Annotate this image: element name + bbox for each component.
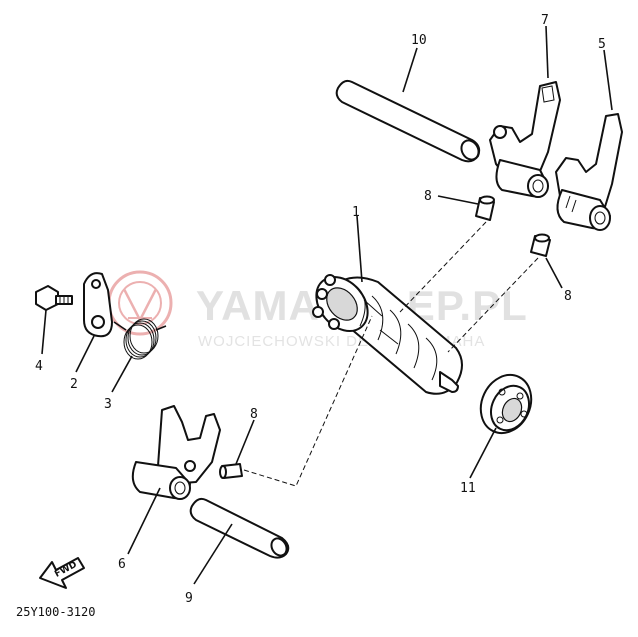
callout-5: 5 — [598, 37, 606, 52]
shift-fork-5 — [555, 113, 623, 231]
guide-pin-lower — [219, 463, 243, 479]
torsion-spring — [113, 318, 167, 360]
diagram-code: 25Y100-3120 — [16, 605, 95, 619]
leader-lines — [41, 25, 613, 585]
forward-arrow-icon: FWD — [39, 557, 85, 589]
callout-8-lower: 8 — [250, 407, 258, 422]
callout-11: 11 — [460, 481, 476, 496]
guide-pin-right — [530, 233, 551, 257]
bearing — [479, 373, 533, 435]
callout-1: 1 — [352, 205, 360, 220]
alignment-lines — [243, 221, 539, 487]
callout-8-upper: 8 — [424, 189, 432, 204]
guide-pin-upper — [475, 195, 495, 221]
callout-numbers: 10 7 5 8 1 8 4 2 3 8 11 6 9 — [35, 13, 606, 606]
callout-7: 7 — [541, 13, 549, 28]
callout-6: 6 — [118, 557, 126, 572]
shift-drum — [312, 274, 463, 395]
callout-2: 2 — [70, 377, 78, 392]
shift-rod-upper — [335, 79, 481, 163]
callout-3: 3 — [104, 397, 112, 412]
shift-rod-lower — [189, 497, 290, 559]
callout-9: 9 — [185, 591, 193, 606]
stopper-lever — [83, 272, 113, 338]
callout-10: 10 — [411, 33, 427, 48]
shift-fork-7 — [489, 81, 561, 198]
shift-fork-6 — [131, 405, 221, 500]
callout-4: 4 — [35, 359, 43, 374]
callout-8-right: 8 — [564, 289, 572, 304]
bolt — [35, 285, 73, 311]
